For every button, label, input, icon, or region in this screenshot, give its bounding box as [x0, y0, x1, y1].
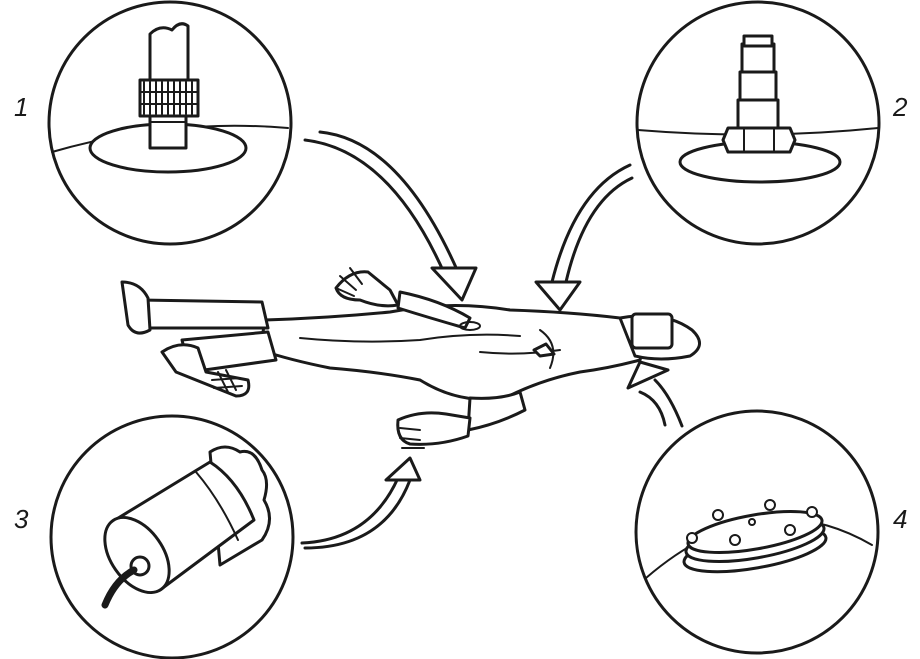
arrow-3 — [300, 456, 422, 550]
person-figure — [120, 267, 701, 449]
callout-number-4: 4 — [893, 504, 908, 534]
arrow-2 — [534, 163, 634, 312]
arrow-1 — [303, 130, 478, 302]
callout-number-1: 1 — [14, 92, 29, 122]
detail-circle-3 — [49, 414, 295, 659]
detail-circle-4 — [634, 409, 880, 655]
detail-circle-1 — [47, 0, 293, 246]
callout-number-2: 2 — [893, 92, 908, 122]
arrow-4 — [626, 360, 684, 428]
detail-circle-2 — [635, 0, 881, 246]
callout-number-3: 3 — [14, 504, 29, 534]
